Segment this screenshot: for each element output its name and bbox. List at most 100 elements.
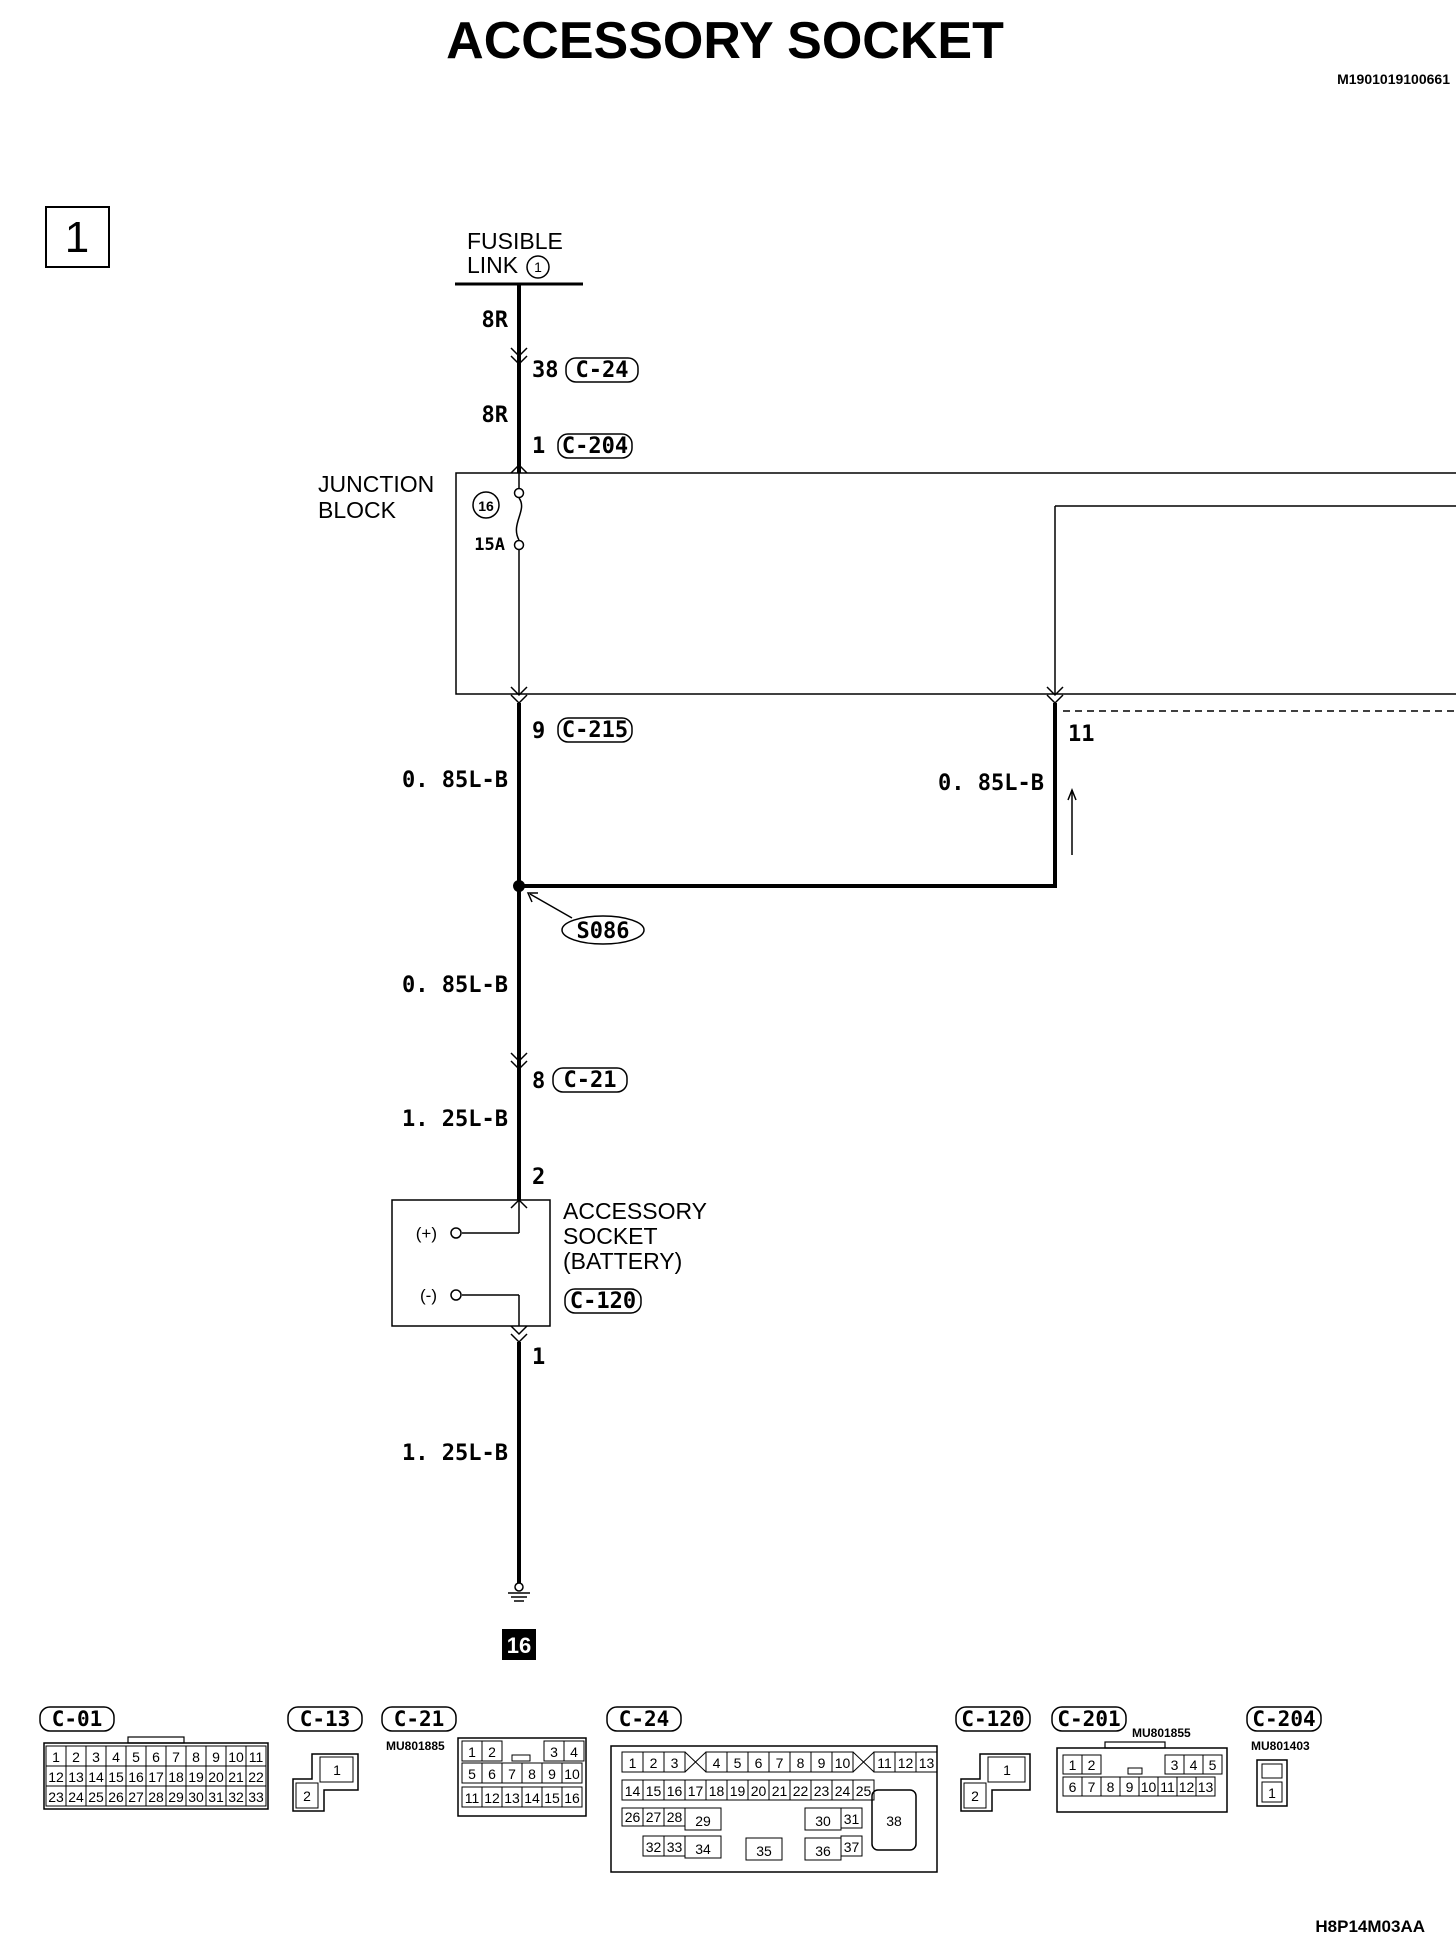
connector-pin-c201: 11 (1160, 1779, 1175, 1795)
connector-pin-c21: 11 (465, 1790, 480, 1806)
pin-2: 2 (532, 1165, 545, 1190)
connector-pin-cell-c24 (684, 1807, 722, 1831)
wire-label-left-2: 0. 85L-B (402, 973, 508, 998)
connector-pin-c01: 20 (208, 1769, 224, 1785)
connector-id-c24: C-24 (576, 358, 629, 383)
socket-label-2: SOCKET (563, 1223, 658, 1249)
connector-pin-cell-c21 (561, 1786, 583, 1808)
connector-pin-cell-c13 (295, 1782, 319, 1809)
fuse-terminal-top (513, 487, 525, 499)
pin-38: 38 (532, 358, 559, 383)
connector-latch-c01 (127, 1736, 185, 1744)
connector-id-c120: C-120 (570, 1289, 636, 1314)
connector-pin-c24: 23 (814, 1783, 830, 1799)
connector-pin-c01: 24 (68, 1789, 84, 1805)
connector-pin-cell-c120 (963, 1782, 987, 1809)
connector-pin-c01: 29 (168, 1789, 184, 1805)
fusible-link-label-1: FUSIBLE (467, 228, 563, 254)
connector-view-tag-c01 (39, 1706, 115, 1732)
connector-pin-c13: 1 (333, 1762, 341, 1778)
connector-pin-cell-c24 (684, 1835, 722, 1859)
connector-pin-cell-c21 (563, 1740, 585, 1762)
accessory-socket-box (391, 1199, 551, 1327)
connector-view-tag-c204 (1246, 1706, 1322, 1732)
connector-pin-c24: 9 (818, 1755, 826, 1771)
fusible-link-label-2: LINK (467, 252, 519, 278)
connector-latch-c21 (511, 1754, 531, 1762)
connector-pin-c01: 11 (249, 1749, 264, 1765)
connector-view-id-c120: C-120 (961, 1707, 1024, 1731)
connector-pin-c24: 31 (844, 1811, 860, 1827)
sheet-number: 1 (65, 213, 89, 262)
connector-latch-c204 (1261, 1763, 1283, 1779)
connector-view-tag-c13 (287, 1706, 363, 1732)
connector-tag-c24 (565, 357, 639, 383)
connector-id-c21: C-21 (564, 1068, 617, 1093)
connector-pin-c21: 16 (564, 1790, 580, 1806)
connector-pin-c201: 2 (1088, 1757, 1096, 1773)
connector-pin-c201: 7 (1088, 1779, 1096, 1795)
connector-pin-c24: 32 (646, 1839, 662, 1855)
connector-chevron-c21-b (510, 1060, 528, 1071)
connector-latch-c201 (1104, 1741, 1166, 1749)
connector-pin-c21: 3 (550, 1744, 558, 1760)
connector-pin-c01: 2 (72, 1749, 80, 1765)
connector-pin-c21: 4 (570, 1744, 578, 1760)
connector-pin-c01: 25 (88, 1789, 104, 1805)
connector-pin-c01: 5 (132, 1749, 140, 1765)
connector-chevron-c21-a (510, 1052, 528, 1063)
connector-view-id-c24: C-24 (619, 1707, 670, 1731)
connector-latch-c201-inner (1127, 1767, 1143, 1775)
connector-pin-c24: 10 (835, 1755, 851, 1771)
connector-pin-c201: 5 (1209, 1757, 1217, 1773)
connector-pin-cell-c21 (481, 1740, 503, 1762)
connector-pin-c24: 11 (877, 1755, 892, 1771)
connector-pin-c01: 28 (148, 1789, 164, 1805)
wire-label-right: 0. 85L-B (938, 771, 1044, 796)
connector-chevron-c215-right-a (1046, 686, 1064, 697)
connector-pin-cell-c13 (319, 1756, 354, 1783)
connector-pin-c24: 27 (646, 1809, 662, 1825)
connector-pin-c01: 9 (212, 1749, 220, 1765)
wire-label-125-a: 1. 25L-B (402, 1107, 508, 1132)
connector-pin-c24: 14 (625, 1783, 641, 1799)
wire-label-125-b: 1. 25L-B (402, 1441, 508, 1466)
connector-chevron-c215-left-b (510, 694, 528, 705)
connector-part-c204: MU801403 (1251, 1739, 1310, 1753)
splice-oval (561, 915, 645, 945)
connector-pin-c24: 16 (667, 1783, 683, 1799)
connector-view-id-c204: C-204 (1252, 1707, 1315, 1731)
connector-pin-cell-c24-large (871, 1789, 917, 1851)
pin-11: 11 (1068, 722, 1095, 747)
connector-pin-c01: 8 (192, 1749, 200, 1765)
socket-terminal-minus (450, 1289, 462, 1301)
connector-part-c21: MU801885 (386, 1739, 445, 1753)
connector-blank-cross-c24 (684, 1751, 707, 1773)
connector-tag-c21 (552, 1067, 628, 1093)
connector-pin-c201: 13 (1198, 1779, 1214, 1795)
fuse-rating: 15A (474, 535, 505, 555)
pin-8: 8 (532, 1069, 545, 1094)
connector-body-c204 (1256, 1759, 1288, 1807)
connector-view-tag-c24 (606, 1706, 682, 1732)
connector-pin-c01: 3 (92, 1749, 100, 1765)
junction-block-label-1: JUNCTION (318, 471, 434, 497)
connector-pin-c24: 28 (667, 1809, 683, 1825)
wire-label-left-1: 0. 85L-B (402, 768, 508, 793)
connector-pin-c24: 3 (671, 1755, 679, 1771)
connector-pin-c21: 13 (504, 1790, 520, 1806)
junction-block-label-2: BLOCK (318, 497, 397, 523)
connector-pin-c21: 7 (508, 1766, 516, 1782)
connector-pin-c01: 22 (248, 1769, 264, 1785)
connector-body-c21 (457, 1737, 587, 1817)
connector-pin-c204: 1 (1268, 1785, 1276, 1801)
ground-number-box (502, 1629, 536, 1660)
connector-pin-c24: 19 (730, 1783, 746, 1799)
connector-pin-c01: 30 (188, 1789, 204, 1805)
connector-pin-c24: 2 (650, 1755, 658, 1771)
connector-chevron-c120-a (510, 1325, 528, 1336)
connector-pin-cell-c24 (831, 1751, 854, 1773)
connector-pin-cell-c120 (987, 1756, 1026, 1783)
